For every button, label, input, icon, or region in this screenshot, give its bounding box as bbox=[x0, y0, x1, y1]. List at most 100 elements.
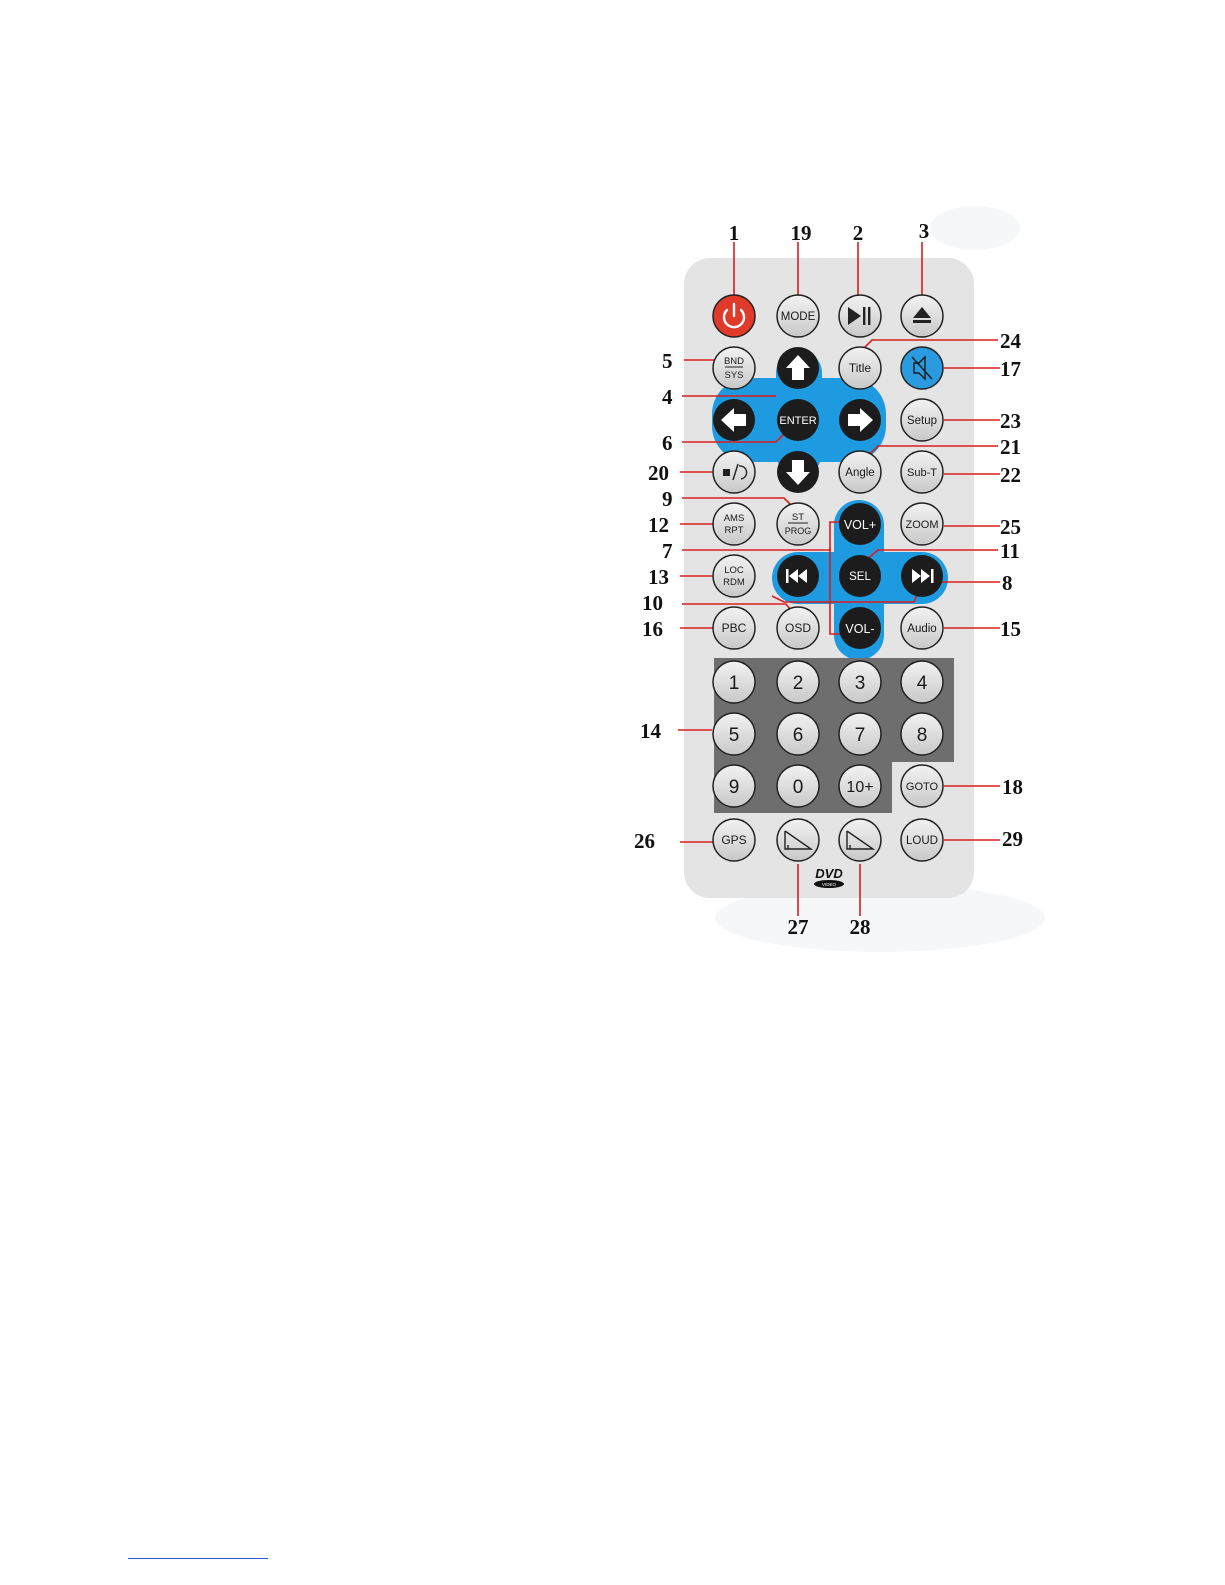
digit-9-button[interactable]: 9 bbox=[713, 765, 755, 807]
dvd-video-logo: DVD VIDEO bbox=[814, 866, 844, 888]
power-button[interactable] bbox=[713, 295, 755, 337]
digit-9-label: 9 bbox=[729, 777, 740, 798]
stop-return-button[interactable] bbox=[713, 451, 755, 493]
loc-label: LOC bbox=[724, 565, 744, 576]
digit-3-button[interactable]: 3 bbox=[839, 661, 881, 703]
callout-18: 18 bbox=[1002, 775, 1023, 799]
background-shadow-top bbox=[930, 206, 1020, 250]
volume-down-button[interactable]: VOL- bbox=[839, 607, 881, 649]
ten-plus-button[interactable]: 10+ bbox=[839, 765, 881, 807]
pbc-button[interactable]: PBC bbox=[713, 607, 755, 649]
title-label: Title bbox=[849, 361, 872, 375]
volume-down-label: VOL- bbox=[845, 622, 874, 636]
digit-2-button[interactable]: 2 bbox=[777, 661, 819, 703]
callout-25: 25 bbox=[1000, 515, 1021, 539]
dvd-logo-subtext: VIDEO bbox=[822, 882, 837, 887]
rdm-label: RDM bbox=[723, 577, 745, 588]
ams-label: AMS bbox=[724, 513, 745, 524]
select-label: SEL bbox=[849, 571, 871, 583]
callout-20: 20 bbox=[648, 461, 669, 485]
callout-13: 13 bbox=[648, 565, 669, 589]
next-button[interactable] bbox=[901, 555, 943, 597]
brightness-right-button[interactable] bbox=[839, 819, 881, 861]
goto-button[interactable]: GOTO bbox=[901, 765, 943, 807]
callout-23: 23 bbox=[1000, 409, 1021, 433]
goto-label: GOTO bbox=[906, 781, 939, 793]
callout-10: 10 bbox=[642, 591, 663, 615]
audio-label: Audio bbox=[907, 623, 936, 635]
loc-rdm-button[interactable]: LOC RDM bbox=[713, 555, 755, 597]
callout-2: 2 bbox=[853, 221, 864, 245]
callout-17: 17 bbox=[1000, 357, 1021, 381]
loud-button[interactable]: LOUD bbox=[901, 819, 943, 861]
subtitle-button[interactable]: Sub-T bbox=[901, 451, 943, 493]
digit-1-label: 1 bbox=[729, 673, 740, 694]
callout-1: 1 bbox=[729, 221, 740, 245]
brightness-left-button[interactable] bbox=[777, 819, 819, 861]
digit-6-label: 6 bbox=[793, 725, 804, 746]
digit-6-button[interactable]: 6 bbox=[777, 713, 819, 755]
digit-4-button[interactable]: 4 bbox=[901, 661, 943, 703]
digit-2-label: 2 bbox=[793, 673, 804, 694]
digit-5-button[interactable]: 5 bbox=[713, 713, 755, 755]
callout-29: 29 bbox=[1002, 827, 1023, 851]
callout-22: 22 bbox=[1000, 463, 1021, 487]
bnd-sys-button[interactable]: BND SYS bbox=[713, 347, 755, 389]
callout-15: 15 bbox=[1000, 617, 1021, 641]
digit-3-label: 3 bbox=[855, 673, 866, 694]
setup-button[interactable]: Setup bbox=[901, 399, 943, 441]
digit-7-button[interactable]: 7 bbox=[839, 713, 881, 755]
gps-label: GPS bbox=[721, 833, 746, 847]
angle-button[interactable]: Angle bbox=[839, 451, 881, 493]
digit-8-button[interactable]: 8 bbox=[901, 713, 943, 755]
right-arrow-button[interactable] bbox=[839, 399, 881, 441]
bnd-label: BND bbox=[724, 356, 744, 367]
zoom-label: ZOOM bbox=[906, 519, 939, 531]
setup-label: Setup bbox=[907, 415, 937, 427]
osd-button[interactable]: OSD bbox=[777, 607, 819, 649]
up-arrow-button[interactable] bbox=[777, 347, 819, 389]
callout-5: 5 bbox=[662, 349, 673, 373]
callout-21: 21 bbox=[1000, 435, 1021, 459]
previous-button[interactable] bbox=[777, 555, 819, 597]
dvd-logo-text: DVD bbox=[815, 866, 843, 881]
loud-label: LOUD bbox=[906, 835, 938, 847]
digit-0-button[interactable]: 0 bbox=[777, 765, 819, 807]
callout-6: 6 bbox=[662, 431, 673, 455]
prog-label: PROG bbox=[785, 526, 812, 536]
select-button[interactable]: SEL bbox=[839, 555, 881, 597]
pbc-label: PBC bbox=[722, 621, 747, 635]
callout-4: 4 bbox=[662, 385, 673, 409]
mode-label: MODE bbox=[781, 311, 816, 323]
callout-19: 19 bbox=[791, 221, 812, 245]
callout-28: 28 bbox=[850, 915, 871, 939]
callout-26: 26 bbox=[634, 829, 655, 853]
footer-rule bbox=[128, 1558, 268, 1559]
volume-up-label: VOL+ bbox=[844, 518, 876, 532]
callout-8: 8 bbox=[1002, 571, 1013, 595]
down-arrow-button[interactable] bbox=[777, 451, 819, 493]
title-button[interactable]: Title bbox=[839, 347, 881, 389]
enter-button[interactable]: ENTER bbox=[777, 399, 819, 441]
digit-1-button[interactable]: 1 bbox=[713, 661, 755, 703]
mode-button[interactable]: MODE bbox=[777, 295, 819, 337]
digit-0-label: 0 bbox=[793, 777, 804, 798]
st-prog-button[interactable]: ST PROG bbox=[777, 503, 819, 545]
zoom-button[interactable]: ZOOM bbox=[901, 503, 943, 545]
audio-button[interactable]: Audio bbox=[901, 607, 943, 649]
left-arrow-button[interactable] bbox=[713, 399, 755, 441]
rpt-label: RPT bbox=[725, 525, 744, 536]
callout-3: 3 bbox=[919, 219, 930, 243]
eject-button[interactable] bbox=[901, 295, 943, 337]
digit-4-label: 4 bbox=[917, 673, 928, 694]
gps-button[interactable]: GPS bbox=[713, 819, 755, 861]
mute-button[interactable] bbox=[901, 347, 943, 389]
callout-12: 12 bbox=[648, 513, 669, 537]
play-pause-button[interactable] bbox=[839, 295, 881, 337]
st-label: ST bbox=[792, 512, 804, 523]
callout-27: 27 bbox=[788, 915, 809, 939]
ams-rpt-button[interactable]: AMS RPT bbox=[713, 503, 755, 545]
osd-label: OSD bbox=[785, 621, 811, 635]
volume-up-button[interactable]: VOL+ bbox=[839, 503, 881, 545]
